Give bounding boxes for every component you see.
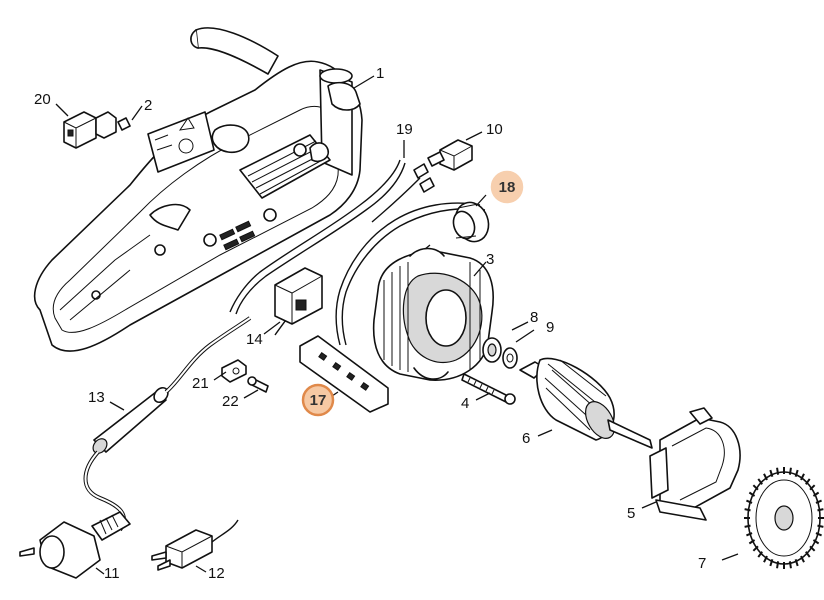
gear-tooth bbox=[744, 508, 751, 512]
gear-tooth bbox=[805, 478, 811, 485]
gear-tooth bbox=[800, 473, 805, 481]
gear-tooth bbox=[763, 473, 768, 481]
gear-tooth bbox=[794, 469, 799, 477]
part-11-plug bbox=[19, 511, 131, 579]
callout-21: 21 bbox=[192, 375, 209, 392]
part-22-screw bbox=[247, 376, 269, 393]
callout-labels: 1 2 3 4 5 6 7 8 9 10 11 12 13 14 17 18 1… bbox=[34, 65, 706, 582]
gear-tooth bbox=[748, 539, 756, 545]
part-4-screw bbox=[461, 373, 516, 405]
part-21-clamp bbox=[221, 359, 247, 383]
callout-12: 12 bbox=[208, 565, 225, 582]
callout-4: 4 bbox=[461, 395, 469, 412]
callout-20: 20 bbox=[34, 91, 51, 108]
callout-19: 19 bbox=[396, 121, 413, 138]
gear-tooth bbox=[815, 499, 822, 504]
gear-tooth bbox=[744, 524, 751, 528]
part-10-connector bbox=[427, 139, 473, 171]
part-13-sleeve bbox=[92, 386, 169, 454]
gear-tooth bbox=[800, 555, 805, 563]
part-12-plug bbox=[151, 519, 239, 571]
callout-18: 18 bbox=[499, 179, 516, 196]
gear-tooth bbox=[769, 469, 774, 477]
gear-tooth bbox=[757, 551, 763, 558]
gear-tooth bbox=[809, 545, 816, 552]
part-19-wire bbox=[413, 163, 435, 193]
part-2-pin bbox=[117, 117, 131, 131]
callout-11: 11 bbox=[104, 565, 120, 582]
callout-10: 10 bbox=[486, 121, 503, 138]
part-7-gear bbox=[744, 467, 824, 569]
housing bbox=[33, 27, 363, 352]
gear-tooth bbox=[812, 539, 820, 545]
part-18-grommet bbox=[452, 201, 490, 243]
gear-tooth bbox=[746, 499, 753, 504]
callout-14: 14 bbox=[246, 331, 263, 348]
gear-tooth bbox=[752, 545, 759, 552]
gear-tooth bbox=[776, 561, 780, 569]
gear-tooth bbox=[794, 559, 799, 567]
callout-6: 6 bbox=[522, 430, 530, 447]
gear-tooth bbox=[763, 555, 768, 563]
power-cord bbox=[83, 316, 252, 532]
callout-2: 2 bbox=[144, 97, 152, 114]
callout-22: 22 bbox=[222, 393, 239, 410]
callout-1: 1 bbox=[376, 65, 384, 82]
gear-tooth bbox=[757, 478, 763, 485]
gear-tooth bbox=[788, 561, 792, 569]
part-14-switch bbox=[274, 267, 323, 325]
callout-18-highlight bbox=[490, 170, 524, 204]
gear-tooth bbox=[812, 491, 820, 497]
gear-tooth bbox=[776, 467, 780, 475]
callout-13: 13 bbox=[88, 389, 105, 406]
callout-17-highlight bbox=[301, 383, 335, 417]
callout-17: 17 bbox=[310, 392, 327, 409]
part-8-bearing bbox=[482, 337, 502, 363]
part-20-connector bbox=[63, 111, 117, 149]
part-17-board bbox=[299, 335, 389, 413]
callout-8: 8 bbox=[530, 309, 538, 326]
part-6-armature bbox=[519, 357, 653, 449]
gear-tooth bbox=[788, 467, 792, 475]
callout-9: 9 bbox=[546, 319, 554, 336]
gear-tooth bbox=[817, 508, 824, 512]
part-5-bracket bbox=[649, 407, 741, 521]
gear-tooth bbox=[805, 551, 811, 558]
part-3-stator bbox=[372, 247, 494, 381]
gear-tooth bbox=[809, 484, 816, 491]
callout-5: 5 bbox=[627, 505, 635, 522]
gear-tooth bbox=[746, 532, 753, 537]
callout-7: 7 bbox=[698, 555, 706, 572]
gear-tooth bbox=[817, 524, 824, 528]
callout-3: 3 bbox=[486, 251, 494, 268]
gear-tooth bbox=[752, 484, 759, 491]
gear-tooth bbox=[769, 559, 774, 567]
gear-tooth bbox=[815, 532, 822, 537]
part-9-washer bbox=[502, 347, 518, 369]
gear-tooth bbox=[748, 491, 756, 497]
